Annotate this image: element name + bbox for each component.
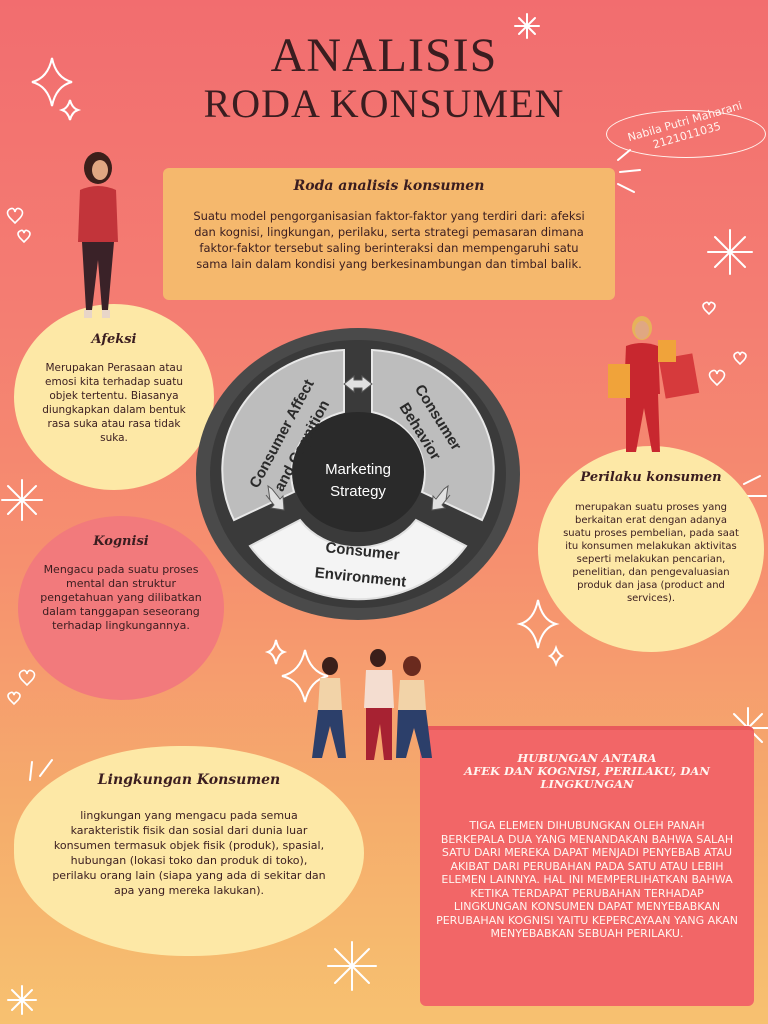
sparkle-icon <box>264 639 288 665</box>
perilaku-body: merupakan suatu proses yang berkaitan er… <box>563 502 739 604</box>
hubungan-title-line2: AFEK DAN KOGNISI, PERILAKU, DAN LINGKUNG… <box>464 764 710 791</box>
definition-title: Roda analisis konsumen <box>293 178 485 194</box>
definition-card: Roda analisis konsumen Suatu model pengo… <box>163 168 615 300</box>
starburst-icon <box>707 229 753 275</box>
double-arrow-icon <box>343 374 373 394</box>
heart-icon <box>702 301 716 316</box>
page-title-line2: RODA KONSUMEN <box>203 81 565 126</box>
center-label-1: Marketing <box>325 461 391 478</box>
perilaku-card: Perilaku konsumen merupakan suatu proses… <box>538 446 764 652</box>
afeksi-title: Afeksi <box>91 332 137 347</box>
woman-thinking-illustration <box>78 152 118 318</box>
page-title-line1: ANALISIS <box>270 29 498 82</box>
double-arrow-icon <box>265 484 285 511</box>
afeksi-card: Afeksi Merupakan Perasaan atau emosi kit… <box>14 304 214 490</box>
author-badge: Nabila Putri Maharani 2121011035 <box>606 99 766 158</box>
woman-shopping-illustration <box>608 316 700 452</box>
segment-affect-cognition <box>221 348 345 522</box>
heart-icon <box>733 351 747 366</box>
burst-lines-icon <box>29 149 767 781</box>
sparkle-icon <box>58 99 82 121</box>
afeksi-body: Merupakan Perasaan atau emosi kita terha… <box>42 362 186 444</box>
heart-icon <box>708 369 726 387</box>
segment-environment <box>248 518 468 601</box>
definition-body: Suatu model pengorganisasian faktor-fakt… <box>193 209 585 271</box>
lingkungan-title: Lingkungan Konsumen <box>97 772 281 788</box>
sparkle-icon <box>31 57 73 107</box>
sparkle-icon <box>547 644 565 668</box>
hubungan-title-line1: HUBUNGAN ANTARA <box>517 751 657 765</box>
heart-icon <box>7 691 21 706</box>
heart-icon <box>18 669 36 687</box>
lingkungan-body: lingkungan yang mengacu pada semua karak… <box>52 809 326 897</box>
kognisi-card: Kognisi Mengacu pada suatu proses mental… <box>18 516 224 700</box>
heart-icon <box>6 207 24 225</box>
sparkle-icon <box>281 649 329 703</box>
starburst-icon <box>514 13 540 39</box>
consumer-wheel-diagram: Marketing Strategy Consumer Affect and C… <box>196 328 520 620</box>
group-walking-illustration <box>312 649 432 760</box>
kognisi-title: Kognisi <box>93 534 149 549</box>
kognisi-body: Mengacu pada suatu proses mental dan str… <box>40 563 202 632</box>
lingkungan-card: Lingkungan Konsumen lingkungan yang meng… <box>14 746 364 956</box>
starburst-icon <box>327 941 377 991</box>
hubungan-body: Tiga elemen dihubungkan oleh panah berke… <box>436 819 738 940</box>
starburst-icon <box>7 985 37 1015</box>
double-arrow-icon <box>431 484 451 511</box>
heart-icon <box>17 229 31 244</box>
starburst-icon <box>1 479 43 521</box>
perilaku-title: Perilaku konsumen <box>580 470 722 485</box>
segment-behavior <box>371 348 495 522</box>
center-label-2: Strategy <box>330 483 386 500</box>
sparkle-icon <box>516 599 560 649</box>
hubungan-title: HUBUNGAN ANTARA AFEK DAN KOGNISI, PERILA… <box>430 752 744 791</box>
hubungan-card: HUBUNGAN ANTARA AFEK DAN KOGNISI, PERILA… <box>420 726 754 1006</box>
